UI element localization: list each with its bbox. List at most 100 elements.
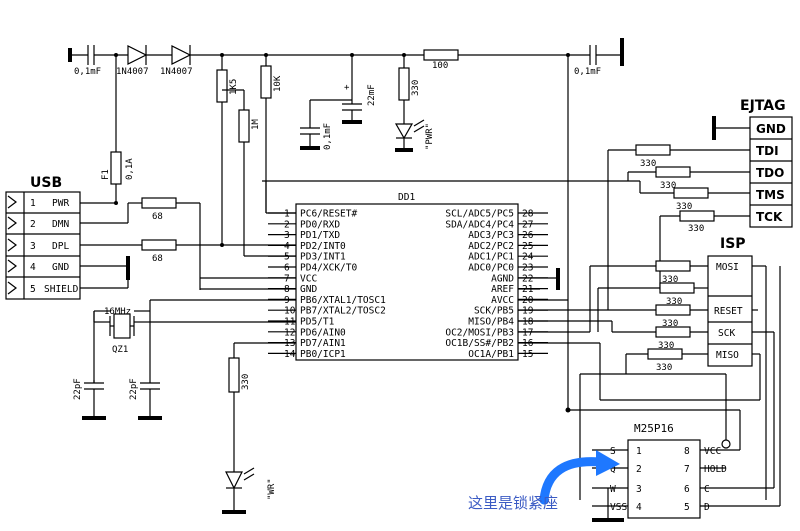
mcu-right-pin-name: SDA/ADC4/PC4	[445, 219, 514, 230]
mcu-right-pin-name: AREF	[491, 284, 514, 295]
mcu-left-pin-name: PD7/AIN1	[300, 338, 346, 349]
flash-left-pin-num: 3	[636, 484, 642, 495]
flash-right-pin-name: HOLD	[704, 464, 727, 475]
isp-pin-sck: SCK	[718, 328, 735, 339]
flash-right-pin-num: 5	[684, 502, 690, 513]
ejtag-pin-tdi: TDI	[756, 144, 779, 158]
resistor-miso-label: 330	[656, 363, 672, 373]
mcu-right-pin-name: OC2/MOSI/PB3	[445, 327, 514, 338]
led-pwr-resistor-label: 330	[411, 80, 421, 96]
mcu-left-pin-name: PB0/ICP1	[300, 349, 346, 360]
isp-wiring	[518, 260, 775, 500]
mcu-right-pin-num: 18	[522, 317, 534, 328]
fuse-value: 0,1A	[125, 158, 135, 180]
flash-left-pin-num: 1	[636, 446, 642, 457]
cap-x1-label: 22pF	[73, 378, 83, 400]
mcu-right-pin-name: AGND	[491, 273, 514, 284]
cap-electrolytic-plus: +	[344, 83, 350, 93]
ejtag-pin-tms: TMS	[756, 188, 785, 202]
resistor-tdo-label: 330	[660, 181, 676, 191]
mcu-left-pin-num: 5	[284, 252, 290, 263]
usb-connector	[5, 191, 81, 300]
usb-title: USB	[30, 175, 62, 191]
flash-left-pin-num: 4	[636, 502, 642, 513]
mcu-right-pin-name: SCK/PB5	[474, 306, 514, 317]
resistor-dmn-label: 68	[152, 212, 163, 222]
isp-pin-miso: MISO	[716, 350, 739, 361]
annotation-arrow	[539, 457, 605, 505]
resistor-1k5-label: 1K5	[229, 79, 239, 95]
isp-pin-mosi: MOSI	[716, 262, 739, 273]
isp-connector	[707, 255, 753, 367]
mcu-right-pin-name: SCL/ADC5/PC5	[445, 209, 514, 220]
annotation-text: 这里是锁紧座	[468, 494, 558, 512]
mcu-right-pin-name: MISO/PB4	[468, 317, 514, 328]
resistor-10k-label: 10K	[273, 75, 283, 92]
cap-electrolytic	[342, 55, 362, 124]
mcu-left-pin-name: PD6/AIN0	[300, 327, 346, 338]
mcu-right-pin-num: 22	[522, 273, 533, 284]
mcu-right-pin-num: 27	[522, 219, 533, 230]
crystal-qz1	[82, 299, 296, 420]
led-pwr-label: "PWR"	[425, 123, 435, 150]
mcu-left-pin-name: PD0/RXD	[300, 219, 340, 230]
mcu-left-pin-name: PD2/INT0	[300, 241, 346, 252]
flash-left-pin-name: Q	[610, 464, 616, 475]
flash-right-pin-name: C	[704, 484, 710, 495]
usb-pin3-num: 3	[30, 241, 36, 252]
ejtag-title: EJTAG	[740, 98, 786, 114]
usb-pin2-name: DMN	[52, 219, 69, 230]
flash-left-pin-name: W	[610, 484, 616, 495]
diode1-label: 1N4007	[116, 67, 149, 77]
mcu-right-pin-name: OC1A/PB1	[468, 349, 514, 360]
mcu-left-pin-name: PB6/XTAL1/TOSC1	[300, 295, 386, 306]
cap-x2-label: 22pF	[129, 378, 139, 400]
mcu-right-pin-num: 15	[522, 349, 533, 360]
mcu-left-pin-name: PD5/T1	[300, 317, 335, 328]
usb-pin4-name: GND	[52, 262, 69, 273]
usb-pin1-num: 1	[30, 198, 36, 209]
mcu-left-pin-name: PB7/XTAL2/TOSC2	[300, 306, 386, 317]
ejtag-pin-gnd: GND	[756, 122, 786, 136]
usb-wiring	[80, 197, 296, 289]
resistor-tdi-label: 330	[640, 159, 656, 169]
led-wr-label: "WR"	[267, 478, 277, 500]
mcu-right-pin-name: ADC0/PC0	[468, 263, 514, 274]
mcu-right-pin-name: ADC2/PC2	[468, 241, 514, 252]
mcu-right-pin-num: 25	[522, 241, 533, 252]
cap-in-label: 0,1mF	[74, 67, 101, 77]
resistor-mosi-label: 330	[662, 275, 678, 285]
mcu-right-pin-num: 26	[522, 230, 534, 241]
flash-right-pin-num: 6	[684, 484, 690, 495]
usb-pin1-name: PWR	[52, 198, 69, 209]
mcu-left-pin-num: 3	[284, 230, 290, 241]
flash-left-pin-name: VSS	[610, 502, 627, 513]
led-wr	[222, 342, 296, 514]
mcu-right-pin-name: ADC1/PC1	[468, 252, 514, 263]
mcu-right-pin-name: AVCC	[491, 295, 514, 306]
ejtag-connector	[749, 116, 793, 228]
cap-mid	[300, 99, 352, 150]
diode2-label: 1N4007	[160, 67, 193, 77]
mcu-left-pin-num: 4	[284, 241, 290, 252]
flash-ref: M25P16	[634, 422, 674, 435]
resistor-1m	[222, 89, 250, 256]
mcu-power-wiring	[199, 55, 569, 410]
cap-mid-label: 0,1mF	[323, 123, 333, 150]
mcu-right-pin-num: 17	[522, 327, 533, 338]
mcu-left-pin-num: 6	[284, 263, 290, 274]
cap-electrolytic-label: 22mF	[367, 84, 377, 106]
crystal-freq: 16MHz	[104, 307, 131, 317]
flash-right-pin-name: D	[704, 502, 710, 513]
mcu-left-pin-num: 7	[284, 273, 290, 284]
resistor-1m-label: 1M	[251, 119, 261, 130]
resistor-tck-label: 330	[688, 224, 704, 234]
usb-pin3-name: DPL	[52, 241, 69, 252]
mcu-left-pin-num: 12	[284, 327, 295, 338]
mcu-right-pin-num: 23	[522, 263, 533, 274]
flash-right-pin-name: VCC	[704, 446, 721, 457]
mcu-left-pin-name: PC6/RESET#	[300, 209, 357, 220]
flash-body	[627, 439, 701, 519]
